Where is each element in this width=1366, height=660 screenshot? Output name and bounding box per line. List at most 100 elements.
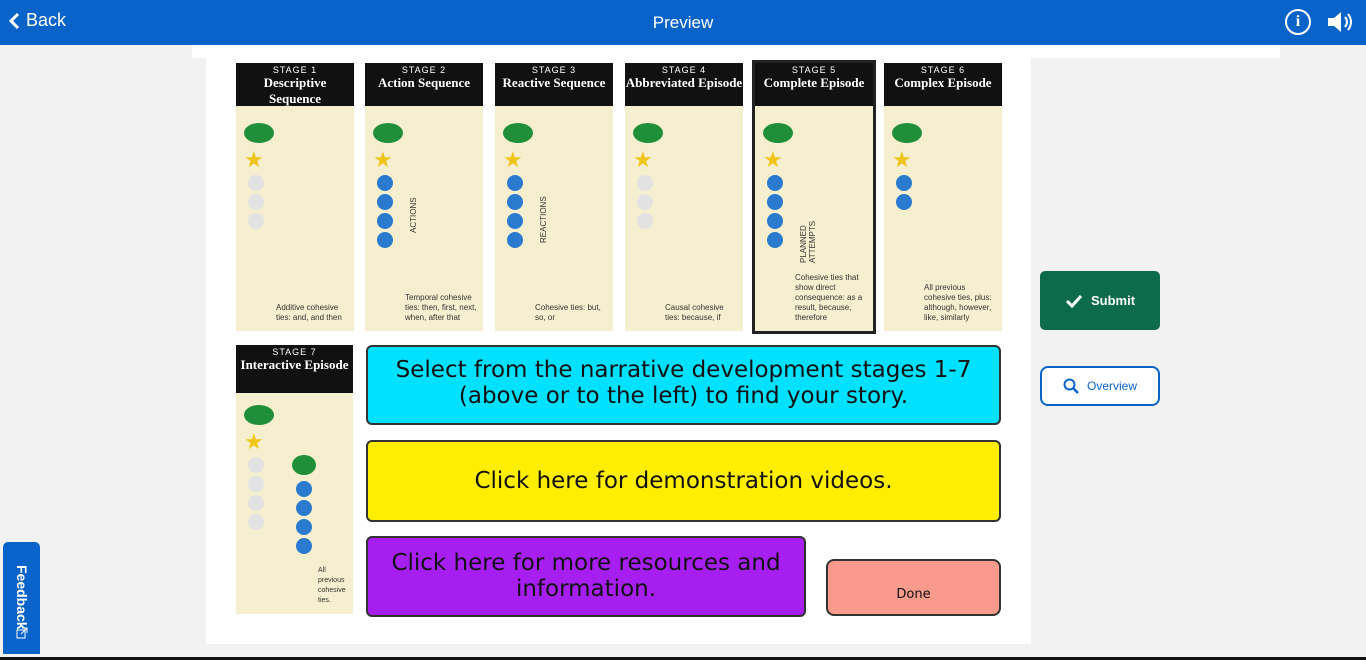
stage-number: STAGE 3	[531, 65, 577, 75]
search-icon	[1063, 378, 1079, 394]
character-icon	[244, 405, 274, 425]
action-dot-icon	[377, 194, 393, 210]
stage-header: STAGE 7 Interactive Episode	[236, 345, 353, 393]
stage-name: Complete Episode	[763, 75, 865, 90]
reaction-dot-icon	[507, 175, 523, 191]
star-icon: ★	[892, 147, 912, 172]
stage-caption: Cohesive ties that show direct consequen…	[795, 273, 863, 322]
ghost-dot-icon	[637, 213, 653, 229]
stage-caption: Additive cohesive ties: and, and then	[276, 303, 342, 322]
reaction-dot-icon	[507, 232, 523, 248]
stage-card-4[interactable]: STAGE 4 Abbreviated Episode ★ Causal coh…	[625, 63, 743, 331]
ghost-dot-icon	[248, 514, 264, 530]
ghost-dot-icon	[637, 175, 653, 191]
submit-label: Submit	[1090, 293, 1136, 308]
stage-number: STAGE 6	[920, 65, 966, 75]
external-link-icon	[16, 627, 27, 639]
back-label: Back	[26, 10, 67, 30]
action-dot-icon	[377, 213, 393, 229]
feedback-tab[interactable]: Feedback	[3, 542, 40, 654]
episode-dot-icon	[896, 194, 912, 210]
episode-dot-icon	[296, 538, 312, 554]
stage-header: STAGE 4 Abbreviated Episode	[625, 63, 743, 106]
reaction-dot-icon	[507, 194, 523, 210]
stage-name: Reactive Sequence	[502, 75, 606, 90]
stage-icons: ★	[763, 123, 793, 248]
ghost-dot-icon	[248, 175, 264, 191]
back-button[interactable]: Back	[8, 10, 66, 31]
ghost-dot-icon	[248, 457, 264, 473]
stage-card-1[interactable]: STAGE 1 Descriptive Sequence ★ Additive …	[236, 63, 354, 331]
stage-caption: All previous cohesive ties, plus: althou…	[924, 283, 992, 322]
content-strip	[192, 45, 1280, 58]
stage-card-5[interactable]: STAGE 5 Complete Episode ★ PLANNED ATTEM…	[752, 60, 876, 334]
stage-vertical-label: ACTIONS	[409, 197, 418, 233]
stage-header: STAGE 5 Complete Episode	[755, 63, 873, 106]
stage-icons: ★	[244, 123, 274, 229]
page-title: Preview	[652, 13, 714, 32]
chevron-left-icon	[8, 12, 20, 29]
star-icon: ★	[633, 147, 653, 172]
attempt-dot-icon	[767, 194, 783, 210]
stage-caption: Temporal cohesive ties: then, first, nex…	[405, 293, 477, 322]
stage-card-3[interactable]: STAGE 3 Reactive Sequence ★ REACTIONS Co…	[495, 63, 613, 331]
action-dot-icon	[377, 232, 393, 248]
stage-number: STAGE 2	[401, 65, 447, 75]
ghost-dot-icon	[248, 495, 264, 511]
attempt-dot-icon	[767, 232, 783, 248]
star-icon: ★	[373, 147, 393, 172]
stage-vertical-label: PLANNED ATTEMPTS	[799, 220, 817, 263]
stage-card-7[interactable]: STAGE 7 Interactive Episode ★ All previo…	[236, 345, 353, 614]
stage-icons: ★	[892, 123, 922, 210]
done-button[interactable]: Done	[826, 559, 1001, 616]
top-bar: Back Preview i	[0, 0, 1366, 45]
overview-label: Overview	[1086, 379, 1137, 393]
resources-button[interactable]: Click here for more resources and inform…	[366, 536, 806, 617]
stage-number: STAGE 1	[272, 65, 318, 75]
action-dot-icon	[377, 175, 393, 191]
attempt-dot-icon	[767, 213, 783, 229]
stage-name: Complex Episode	[894, 75, 992, 90]
attempt-dot-icon	[767, 175, 783, 191]
overview-button[interactable]: Overview	[1040, 366, 1160, 406]
info-icon[interactable]: i	[1285, 9, 1311, 35]
stage-number: STAGE 7	[272, 347, 317, 357]
select-stage-instruction: Select from the narrative development st…	[366, 345, 1001, 425]
character-icon	[892, 123, 922, 143]
stage-card-2[interactable]: STAGE 2 Action Sequence ★ ACTIONS Tempor…	[365, 63, 483, 331]
demonstration-videos-button[interactable]: Click here for demonstration videos.	[366, 440, 1001, 522]
stage-name: Interactive Episode	[240, 357, 349, 372]
check-icon	[1065, 294, 1083, 308]
episode-dot-icon	[296, 519, 312, 535]
star-icon: ★	[244, 147, 264, 172]
character-icon	[373, 123, 403, 143]
stage-icons: ★	[503, 123, 533, 248]
stage-header: STAGE 1 Descriptive Sequence	[236, 63, 354, 106]
star-icon: ★	[763, 147, 783, 172]
ghost-dot-icon	[248, 213, 264, 229]
character-icon	[503, 123, 533, 143]
stage-icons: ★	[633, 123, 663, 229]
speaker-icon[interactable]	[1326, 9, 1356, 35]
character-icon	[633, 123, 663, 143]
star-icon: ★	[244, 429, 264, 454]
stage-caption: Causal cohesive ties: because, if	[665, 303, 724, 322]
submit-button[interactable]: Submit	[1040, 271, 1160, 330]
episode-dot-icon	[896, 175, 912, 191]
stage-caption: Cohesive ties: but, so, or	[535, 303, 601, 322]
stage-icons: ★	[244, 405, 274, 530]
stage-number: STAGE 5	[791, 65, 837, 75]
stage-name: Abbreviated Episode	[625, 75, 743, 90]
ghost-dot-icon	[637, 194, 653, 210]
stage-header: STAGE 3 Reactive Sequence	[495, 63, 613, 106]
stage-vertical-label: REACTIONS	[539, 196, 548, 243]
stage-name: Descriptive Sequence	[263, 75, 327, 106]
ghost-dot-icon	[248, 476, 264, 492]
stage-card-6[interactable]: STAGE 6 Complex Episode ★ All previous c…	[884, 63, 1002, 331]
ghost-dot-icon	[248, 194, 264, 210]
stage-name: Action Sequence	[377, 75, 471, 90]
star-icon: ★	[503, 147, 523, 172]
stage-number: STAGE 4	[661, 65, 707, 75]
reaction-dot-icon	[507, 213, 523, 229]
character-icon	[763, 123, 793, 143]
